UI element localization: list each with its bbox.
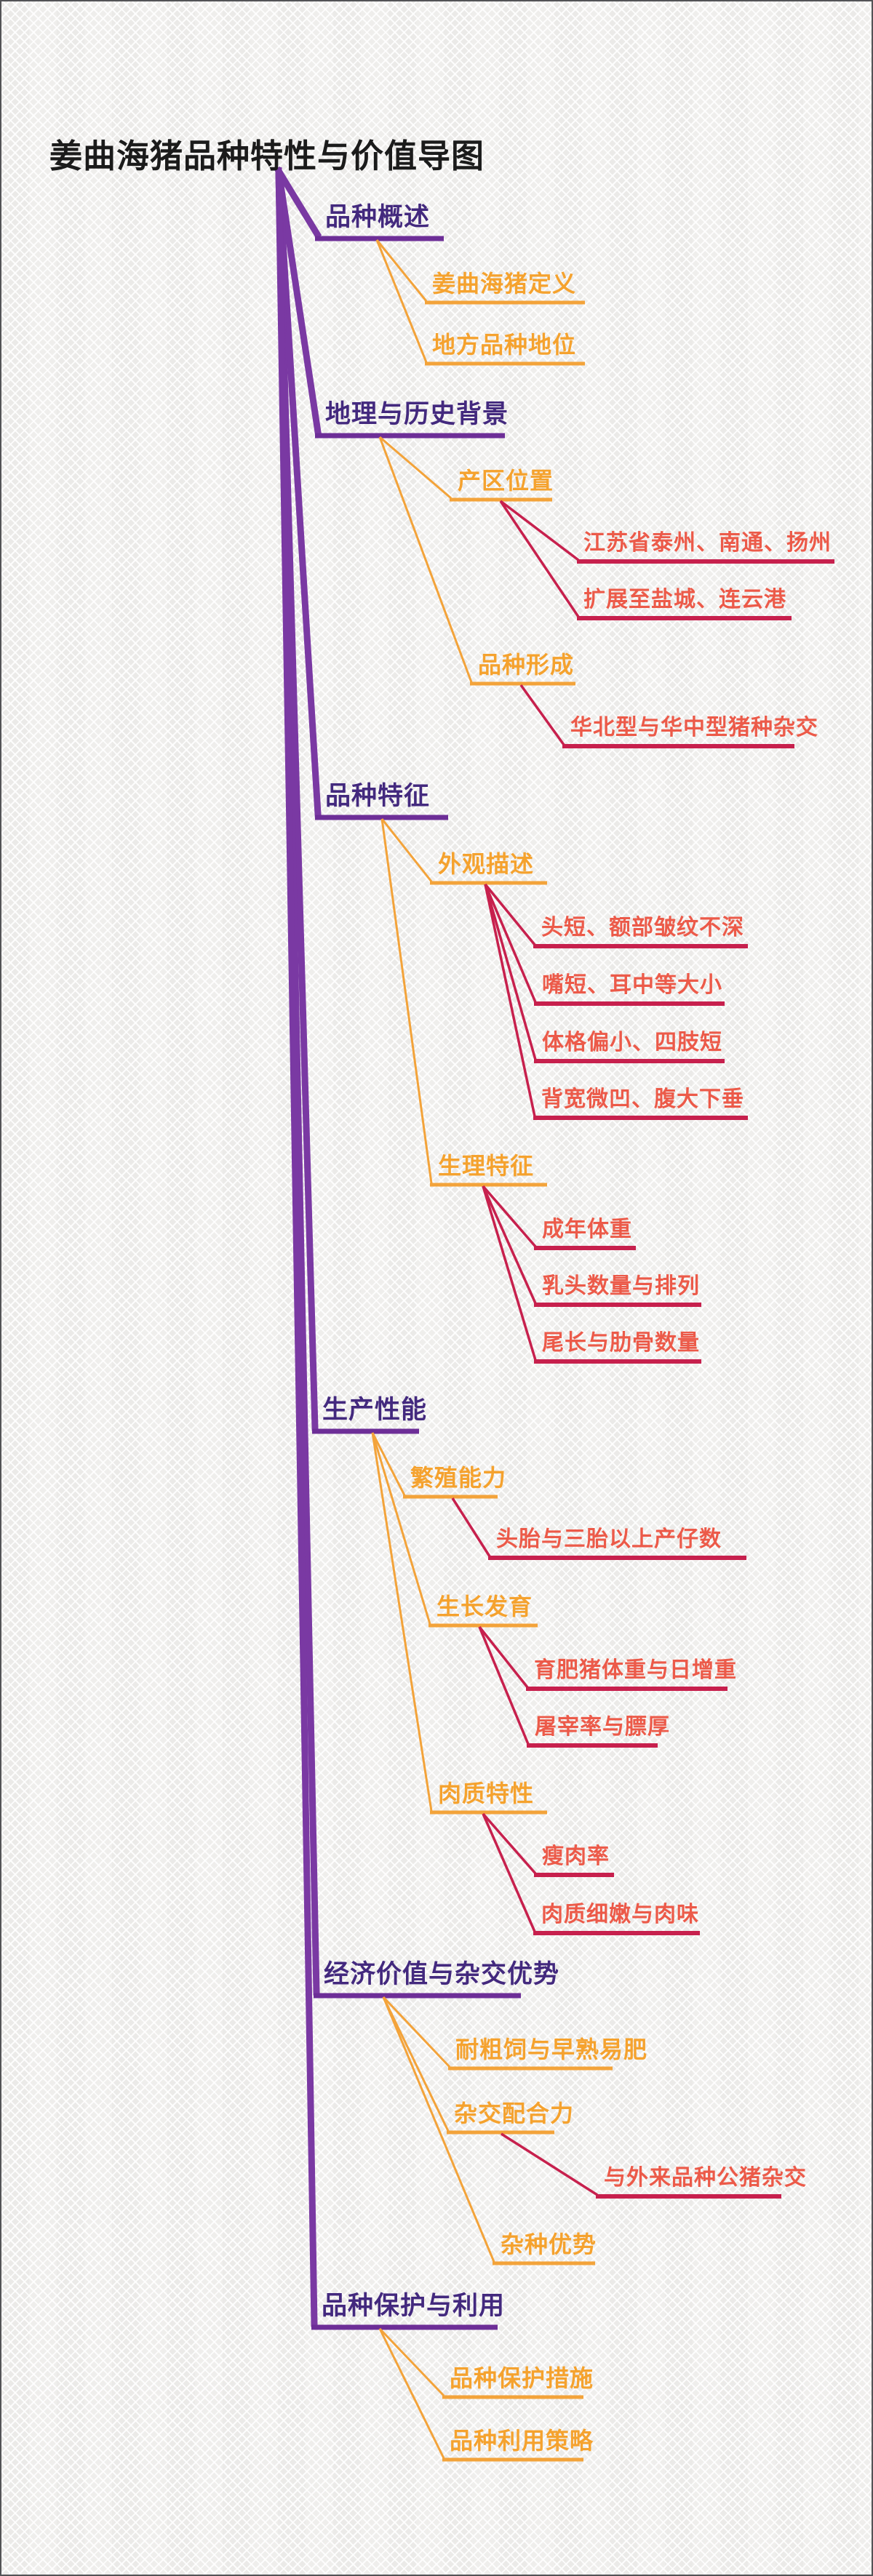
level2-connectors (371, 239, 495, 2459)
node-protection-measures[interactable]: 品种保护措施 (450, 2364, 594, 2392)
node-lean-meat-rate[interactable]: 瘦肉率 (542, 1844, 610, 1869)
level2-connector (382, 1996, 495, 2263)
node-breed-formation[interactable]: 品种形成 (478, 651, 575, 679)
node-jiangsu-cities[interactable]: 江苏省泰州、南通、扬州 (583, 530, 832, 556)
level2-connector (382, 1996, 450, 2132)
level2-connector (375, 239, 428, 302)
level2-connector (378, 2328, 445, 2459)
trunk-line (275, 167, 322, 817)
node-appearance[interactable]: 外观描述 (438, 850, 535, 878)
level3-connector (499, 500, 580, 617)
level2-connector (375, 239, 428, 363)
level2-connector (378, 2327, 445, 2397)
node-short-head-forehead[interactable]: 头短、额部皱纹不深 (541, 915, 744, 940)
level2-connector (378, 436, 473, 683)
node-back-belly[interactable]: 背宽微凹、腹大下垂 (541, 1087, 744, 1112)
level2-connector (371, 1432, 431, 1625)
node-crossbreeding-ability[interactable]: 杂交配合力 (454, 2100, 575, 2127)
level3-connector (501, 2132, 598, 2196)
trunk-line (275, 167, 318, 2327)
node-utilization-strategy[interactable]: 品种利用策略 (450, 2427, 594, 2455)
node-tail-ribs[interactable]: 尾长与肋骨数量 (542, 1330, 700, 1356)
node-production-area[interactable]: 产区位置 (458, 467, 554, 495)
trunk-line (274, 167, 322, 436)
level3-connectors (451, 500, 598, 2196)
level3-connector (484, 883, 536, 946)
node-local-breed-status[interactable]: 地方品种地位 (432, 331, 577, 359)
level2-connector (379, 436, 452, 500)
node-meat-tenderness-flavor[interactable]: 肉质细嫩与肉味 (541, 1902, 699, 1927)
level3-connector (482, 1185, 537, 1248)
level3-connector (478, 1626, 530, 1745)
level3-connector (499, 500, 580, 561)
map-title: 姜曲海猪品种特性与价值导图 (49, 137, 485, 175)
node-cross-with-exotic-boars[interactable]: 与外来品种公猪杂交 (604, 2165, 807, 2191)
node-heterosis[interactable]: 杂种优势 (501, 2231, 597, 2258)
node-breed-protection-utilization[interactable]: 品种保护与利用 (322, 2292, 506, 2321)
level3-connector (519, 684, 565, 746)
trunk-lines (274, 166, 322, 2327)
level3-connector (482, 1813, 536, 1932)
node-expansion-cities[interactable]: 扩展至盐城、连云港 (583, 587, 786, 612)
level2-underlines (403, 300, 613, 2462)
level3-connector (482, 1185, 537, 1304)
node-fattening-weight-gain[interactable]: 育肥猪体重与日增重 (534, 1657, 737, 1683)
node-reproduction-ability[interactable]: 繁殖能力 (410, 1464, 507, 1492)
node-slaughter-rate-backfat[interactable]: 屠宰率与膘厚 (535, 1714, 670, 1740)
node-geography-history[interactable]: 地理与历史背景 (325, 400, 509, 429)
node-adult-weight[interactable]: 成年体重 (542, 1217, 632, 1242)
level3-underlines (488, 559, 834, 2199)
level3-connector (484, 884, 536, 1117)
node-growth-development[interactable]: 生长发育 (436, 1593, 533, 1620)
node-definition[interactable]: 姜曲海猪定义 (432, 270, 577, 297)
level3-connector (484, 884, 537, 1003)
node-small-body-short-legs[interactable]: 体格偏小、四肢短 (542, 1030, 722, 1055)
level2-connector (380, 818, 433, 1184)
node-short-snout-ears[interactable]: 嘴短、耳中等大小 (542, 972, 722, 998)
node-rough-feed-early-fat[interactable]: 耐粗饲与早熟易肥 (455, 2036, 648, 2063)
level3-connector (478, 1625, 529, 1689)
level1-underlines (311, 236, 521, 2330)
level3-connector (451, 1497, 491, 1557)
node-breed-overview[interactable]: 品种概述 (325, 203, 431, 232)
level2-connector (371, 1432, 406, 1496)
node-physiological[interactable]: 生理特征 (438, 1152, 535, 1180)
level3-connector (482, 1812, 537, 1875)
trunk-line (274, 166, 322, 239)
level2-connector (382, 1996, 451, 2068)
node-meat-quality[interactable]: 肉质特性 (438, 1780, 535, 1807)
level2-connector (371, 1432, 433, 1812)
node-litter-size[interactable]: 头胎与三胎以上产仔数 (496, 1527, 722, 1552)
node-teat-number[interactable]: 乳头数量与排列 (542, 1273, 700, 1299)
level2-connector (380, 818, 433, 882)
node-north-central-cross[interactable]: 华北型与华中型猪种杂交 (570, 715, 818, 740)
node-breed-characteristics[interactable]: 品种特征 (325, 782, 431, 811)
node-production-performance[interactable]: 生产性能 (322, 1396, 428, 1425)
level3-connector (484, 884, 537, 1060)
node-economic-value-crossbreeding[interactable]: 经济价值与杂交优势 (324, 1960, 560, 1989)
level3-connector (482, 1185, 537, 1361)
